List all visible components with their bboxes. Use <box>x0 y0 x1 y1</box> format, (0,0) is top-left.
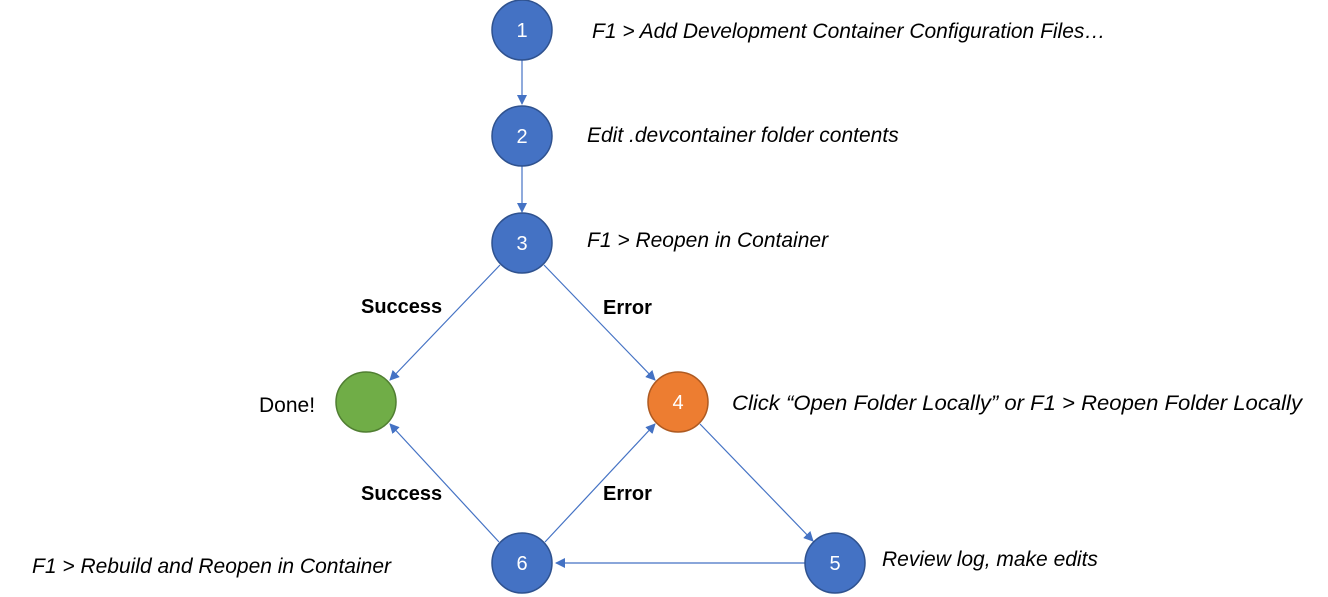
edge-4-to-5 <box>699 423 814 542</box>
node-done-text: Done! <box>259 394 315 417</box>
edge-6-to-4 <box>544 423 656 543</box>
node-6-label: 6 <box>516 553 527 575</box>
node-1-text: F1 > Add Development Container Configura… <box>592 20 1105 43</box>
node-3-label: 3 <box>516 233 527 255</box>
edge-label-3-error: Error <box>603 297 652 319</box>
edge-label-3-success: Success <box>361 296 442 318</box>
node-3-text: F1 > Reopen in Container <box>587 229 829 252</box>
node-2-label: 2 <box>516 126 527 148</box>
node-6-text: F1 > Rebuild and Reopen in Container <box>32 555 392 578</box>
node-done-circle <box>335 371 397 433</box>
node-2-circle <box>491 105 553 167</box>
node-4-label: 4 <box>672 392 683 414</box>
node-3-circle <box>491 212 553 274</box>
node-5-text: Review log, make edits <box>882 548 1098 571</box>
edge-3-to-4 <box>543 264 656 381</box>
node-5-label: 5 <box>829 553 840 575</box>
node-5-circle <box>804 532 866 594</box>
node-4-text: Click “Open Folder Locally” or F1 > Reop… <box>732 392 1304 415</box>
node-2-text: Edit .devcontainer folder contents <box>587 124 899 147</box>
edge-6-to-done <box>389 423 500 543</box>
edge-label-6-success: Success <box>361 483 442 505</box>
node-4-circle <box>647 371 709 433</box>
node-1-label: 1 <box>516 20 527 42</box>
edge-label-6-error: Error <box>603 483 652 505</box>
node-1-circle <box>491 0 553 61</box>
node-6-circle <box>491 532 553 594</box>
edge-3-to-done <box>389 264 501 381</box>
